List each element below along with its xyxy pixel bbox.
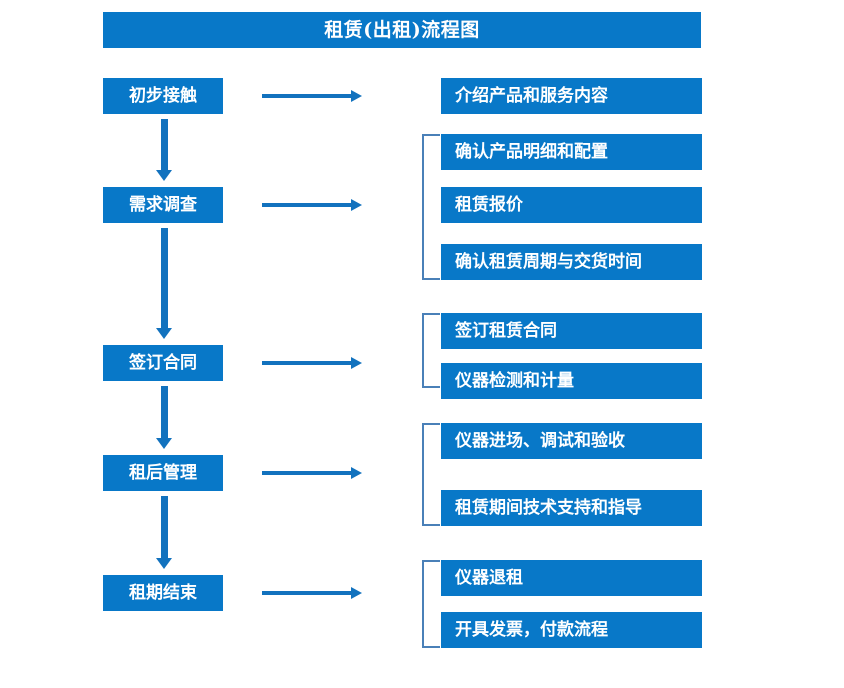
right-arrow-icon-4 (262, 466, 362, 480)
down-arrow-icon-1 (156, 119, 172, 181)
detail-box-lease-quotation[interactable]: 租赁报价 (441, 187, 702, 223)
detail-label: 仪器进场、调试和验收 (455, 430, 625, 451)
down-arrow-icon-4 (156, 496, 172, 569)
right-arrow-icon-3 (262, 356, 362, 370)
diagram-title-bar: 租赁(出租)流程图 (103, 12, 701, 48)
right-arrow-icon-2 (262, 198, 362, 212)
detail-label: 确认租赁周期与交货时间 (455, 251, 642, 272)
detail-label: 仪器退租 (455, 567, 523, 588)
detail-box-sign-lease-contract[interactable]: 签订租赁合同 (441, 313, 702, 349)
down-arrow-icon-3 (156, 386, 172, 449)
right-arrow-icon-5 (262, 586, 362, 600)
detail-box-confirm-spec[interactable]: 确认产品明细和配置 (441, 134, 702, 170)
bracket-icon-group-5 (422, 560, 440, 648)
bracket-icon-group-2 (422, 134, 440, 280)
diagram-title: 租赁(出租)流程图 (324, 18, 480, 41)
bracket-icon-group-4 (422, 423, 440, 526)
detail-label: 租赁报价 (455, 194, 523, 215)
detail-label: 开具发票，付款流程 (455, 619, 608, 640)
down-arrow-icon-2 (156, 228, 172, 339)
detail-box-instrument-return[interactable]: 仪器退租 (441, 560, 702, 596)
detail-box-instrument-entry-commission[interactable]: 仪器进场、调试和验收 (441, 423, 702, 459)
detail-box-technical-support[interactable]: 租赁期间技术支持和指导 (441, 490, 702, 526)
detail-box-instrument-inspection[interactable]: 仪器检测和计量 (441, 363, 702, 399)
right-arrow-icon-1 (262, 89, 362, 103)
stage-label: 租期结束 (129, 582, 197, 603)
stage-box-needs-survey[interactable]: 需求调查 (103, 187, 223, 223)
stage-box-initial-contact[interactable]: 初步接触 (103, 78, 223, 114)
detail-label: 签订租赁合同 (455, 320, 557, 341)
stage-label: 初步接触 (129, 85, 197, 106)
detail-box-confirm-period-delivery[interactable]: 确认租赁周期与交货时间 (441, 244, 702, 280)
detail-label: 介绍产品和服务内容 (455, 85, 608, 106)
stage-label: 需求调查 (129, 194, 197, 215)
stage-box-post-lease-management[interactable]: 租后管理 (103, 455, 223, 491)
detail-box-introduce-products[interactable]: 介绍产品和服务内容 (441, 78, 702, 114)
detail-box-invoice-payment[interactable]: 开具发票，付款流程 (441, 612, 702, 648)
stage-box-sign-contract[interactable]: 签订合同 (103, 345, 223, 381)
stage-label: 签订合同 (129, 352, 197, 373)
bracket-icon-group-3 (422, 313, 440, 388)
stage-label: 租后管理 (129, 462, 197, 483)
detail-label: 仪器检测和计量 (455, 370, 574, 391)
stage-box-lease-end[interactable]: 租期结束 (103, 575, 223, 611)
detail-label: 租赁期间技术支持和指导 (455, 497, 642, 518)
detail-label: 确认产品明细和配置 (455, 141, 608, 162)
